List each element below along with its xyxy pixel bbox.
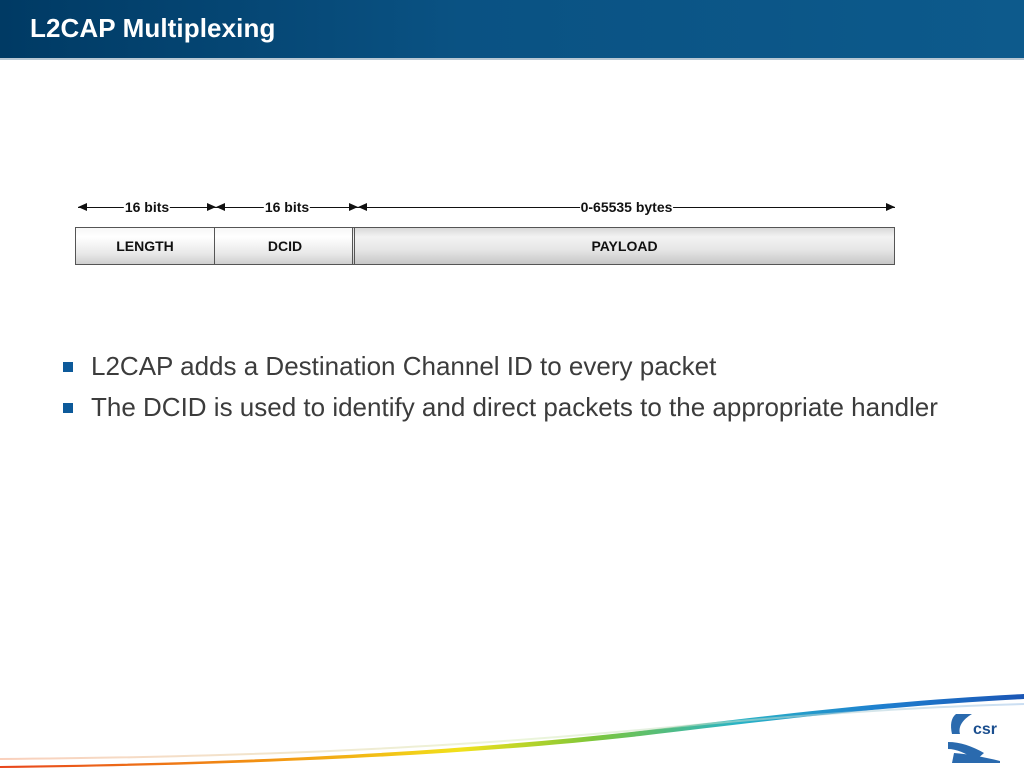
- field-length: LENGTH: [75, 227, 215, 265]
- field-label: PAYLOAD: [591, 238, 658, 254]
- dimension-payload: 0-65535 bytes: [358, 197, 895, 217]
- field-label: DCID: [267, 238, 303, 254]
- dimension-label: 0-65535 bytes: [579, 198, 674, 216]
- bullet-list: L2CAP adds a Destination Channel ID to e…: [62, 350, 942, 432]
- field-payload: PAYLOAD: [352, 227, 895, 265]
- bullet-item: The DCID is used to identify and direct …: [62, 391, 942, 424]
- square-bullet-icon: [63, 403, 73, 413]
- bullet-item: L2CAP adds a Destination Channel ID to e…: [62, 350, 942, 383]
- dimension-dcid: 16 bits: [216, 197, 358, 217]
- arrow-left-icon: [78, 203, 87, 211]
- title-bar: L2CAP Multiplexing: [0, 0, 1024, 60]
- csr-logo: csr: [946, 712, 1002, 763]
- field-label: LENGTH: [116, 238, 174, 254]
- dimension-label: 16 bits: [123, 198, 171, 216]
- dimension-length: 16 bits: [78, 197, 216, 217]
- arrow-right-icon: [349, 203, 358, 211]
- field-dcid: DCID: [214, 227, 356, 265]
- logo-text: csr: [973, 721, 997, 738]
- bullet-text: L2CAP adds a Destination Channel ID to e…: [91, 351, 717, 381]
- arrow-right-icon: [886, 203, 895, 211]
- arrow-right-icon: [207, 203, 216, 211]
- slide-title: L2CAP Multiplexing: [30, 13, 276, 43]
- arrow-left-icon: [216, 203, 225, 211]
- bullet-text: The DCID is used to identify and direct …: [91, 392, 938, 422]
- rainbow-swoosh-decoration: [0, 694, 1024, 768]
- dimension-label: 16 bits: [263, 198, 311, 216]
- arrow-left-icon: [358, 203, 367, 211]
- square-bullet-icon: [63, 362, 73, 372]
